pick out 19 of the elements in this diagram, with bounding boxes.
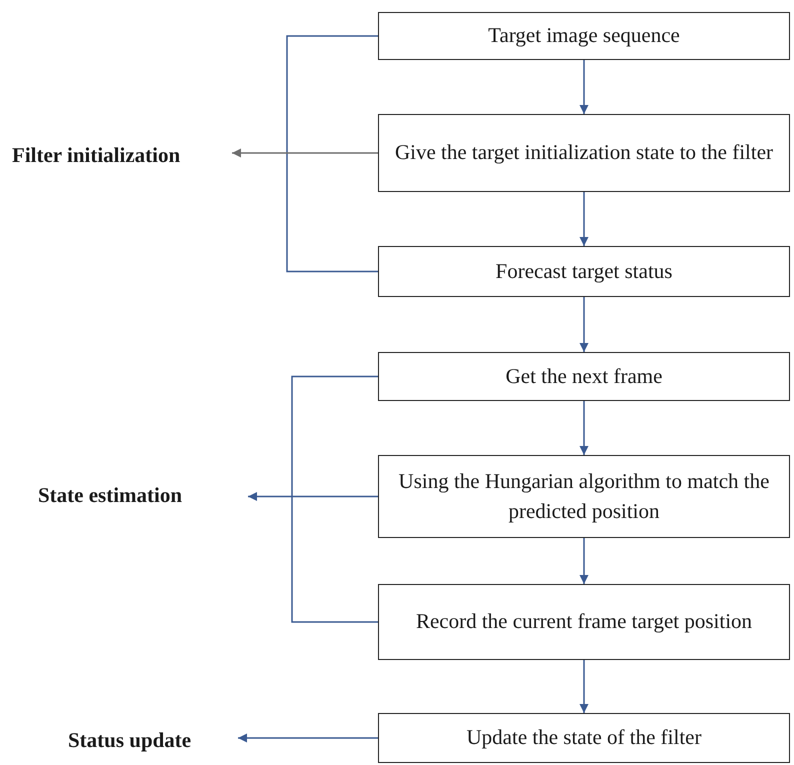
arrow: [238, 734, 378, 742]
stage-label: State estimation: [38, 480, 238, 510]
arrow: [580, 297, 588, 352]
process-box: Get the next frame: [378, 352, 790, 401]
process-box: Using the Hungarian algorithm to match the predicted position: [378, 455, 790, 538]
arrow: [580, 660, 588, 713]
process-box: Record the current frame target position: [378, 584, 790, 660]
process-box: Forecast target status: [378, 246, 790, 297]
process-box: Target image sequence: [378, 12, 790, 60]
arrow: [232, 148, 378, 158]
arrow: [580, 60, 588, 114]
stage-label: Filter initialization: [12, 140, 222, 170]
process-box: Give the target initialization state to the filter: [378, 114, 790, 192]
stage-label: Status update: [68, 725, 228, 755]
arrow: [580, 401, 588, 455]
arrow: [580, 538, 588, 584]
arrow: [248, 492, 378, 501]
process-box: Update the state of the filter: [378, 713, 790, 763]
arrow: [580, 192, 588, 246]
